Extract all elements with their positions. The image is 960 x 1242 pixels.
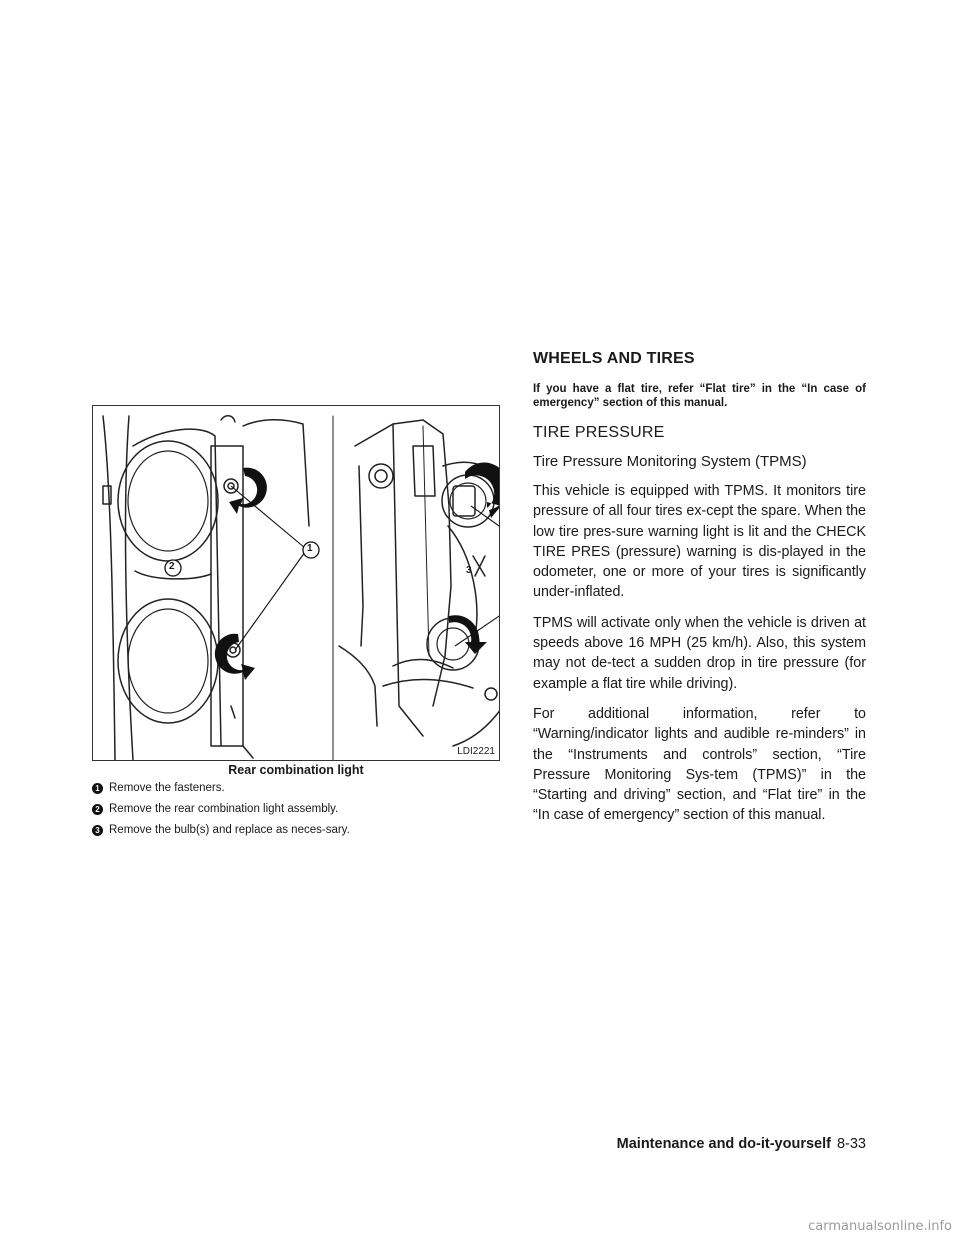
step-number: 3 [92,825,103,836]
rear-combination-light-figure: 1 2 3 LDI2221 [92,405,500,761]
step-item: 2 Remove the rear combination light asse… [92,802,502,817]
page-footer: Maintenance and do-it-yourself 8-33 [533,1136,866,1152]
callout-1: 1 [307,543,313,554]
step-text: Remove the fasteners. [109,782,225,794]
section-header: WHEELS AND TIRES [533,350,695,367]
paragraph: TPMS will activate only when the vehicle… [533,614,866,692]
page-number: 8-33 [836,1136,866,1152]
step-number: 1 [92,783,103,794]
heading-tire-pressure: TIRE PRESSURE [533,424,665,441]
paragraph: This vehicle is equipped with TPMS. It m… [533,483,866,601]
step-item: 1 Remove the fasteners. [92,781,502,796]
step-text: Remove the bulb(s) and replace as neces-… [109,824,350,836]
callout-2: 2 [169,561,175,572]
figure-caption: Rear combination light [228,763,364,777]
step-item: 3 Remove the bulb(s) and replace as nece… [92,823,502,838]
callout-3: 3 [466,565,472,576]
figure-code: LDI2221 [457,746,495,757]
paragraph: For additional information, refer to “Wa… [533,705,866,824]
figure-illustration [102,415,499,760]
watermark: carmanualsonline.info [808,1219,952,1234]
footer-section-title: Maintenance and do-it-yourself [616,1136,831,1152]
step-number: 2 [92,804,103,815]
flat-tire-notice: If you have a flat tire, refer “Flat tir… [533,383,866,409]
right-column: If you have a flat tire, refer “Flat tir… [533,382,866,836]
step-text: Remove the rear combination light assemb… [109,803,339,815]
steps-list: 1 Remove the fasteners. 2 Remove the rea… [92,781,502,844]
heading-tpms: Tire Pressure Monitoring System (TPMS) [533,453,807,470]
